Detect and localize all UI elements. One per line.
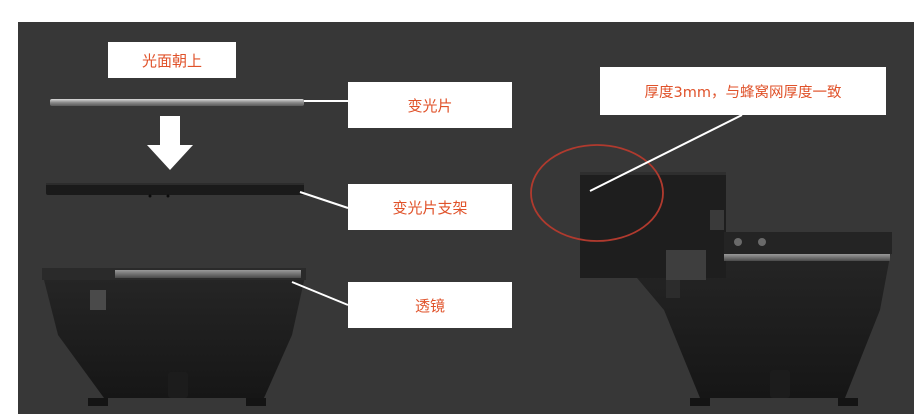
highlight-circle [530, 144, 664, 242]
lens-housing-part [42, 268, 306, 406]
down-arrow-icon [147, 116, 193, 170]
label-lens: 透镜 [348, 282, 512, 328]
label-plate: 变光片 [348, 82, 512, 128]
label-holder: 变光片支架 [348, 184, 512, 230]
label-thickness-note: 厚度3mm，与蜂窝网厚度一致 [600, 67, 886, 115]
holder-part [46, 183, 304, 198]
callout-lines [291, 100, 743, 306]
assembled-unit [580, 172, 892, 406]
label-face-up: 光面朝上 [108, 42, 236, 78]
plate-part [50, 99, 304, 106]
